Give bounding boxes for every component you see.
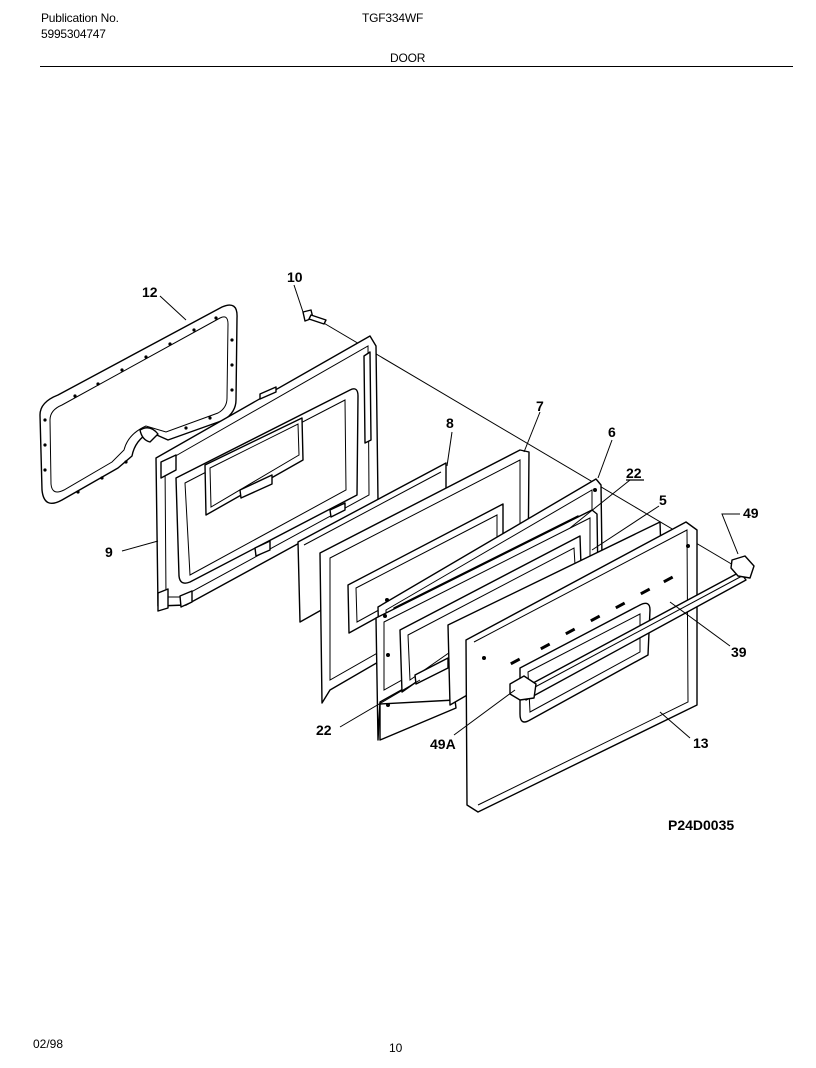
footer-date: 02/98 xyxy=(33,1037,64,1051)
callout-9: 9 xyxy=(105,544,113,560)
callout-12: 12 xyxy=(142,284,158,300)
callout-49: 49 xyxy=(743,505,759,521)
model-number: TGF334WF xyxy=(362,11,424,25)
publication-number: 5995304747 xyxy=(41,27,106,41)
callout-8: 8 xyxy=(446,415,454,431)
callout-22-upper: 22 xyxy=(626,465,642,481)
callout-13: 13 xyxy=(693,735,709,751)
section-title: DOOR xyxy=(390,51,426,65)
part-9-inner-liner xyxy=(155,335,379,612)
part-49-handle-end-right xyxy=(730,555,755,579)
part-12-gasket xyxy=(39,304,238,504)
header-rule xyxy=(40,66,793,67)
publication-label: Publication No. xyxy=(41,11,119,25)
part-10-screw xyxy=(302,309,327,325)
callout-5: 5 xyxy=(659,492,667,508)
callout-39: 39 xyxy=(731,644,747,660)
callout-7: 7 xyxy=(536,398,544,414)
diagram-reference-code: P24D0035 xyxy=(668,817,735,833)
footer-page-number: 10 xyxy=(389,1041,403,1055)
callout-labels: 12 10 8 7 6 22 5 49 9 39 22 49A 13 xyxy=(105,269,759,752)
callout-10: 10 xyxy=(287,269,303,285)
callout-49a: 49A xyxy=(430,736,456,752)
callout-6: 6 xyxy=(608,424,616,440)
leader-lines xyxy=(121,284,740,739)
callout-22-lower: 22 xyxy=(316,722,332,738)
